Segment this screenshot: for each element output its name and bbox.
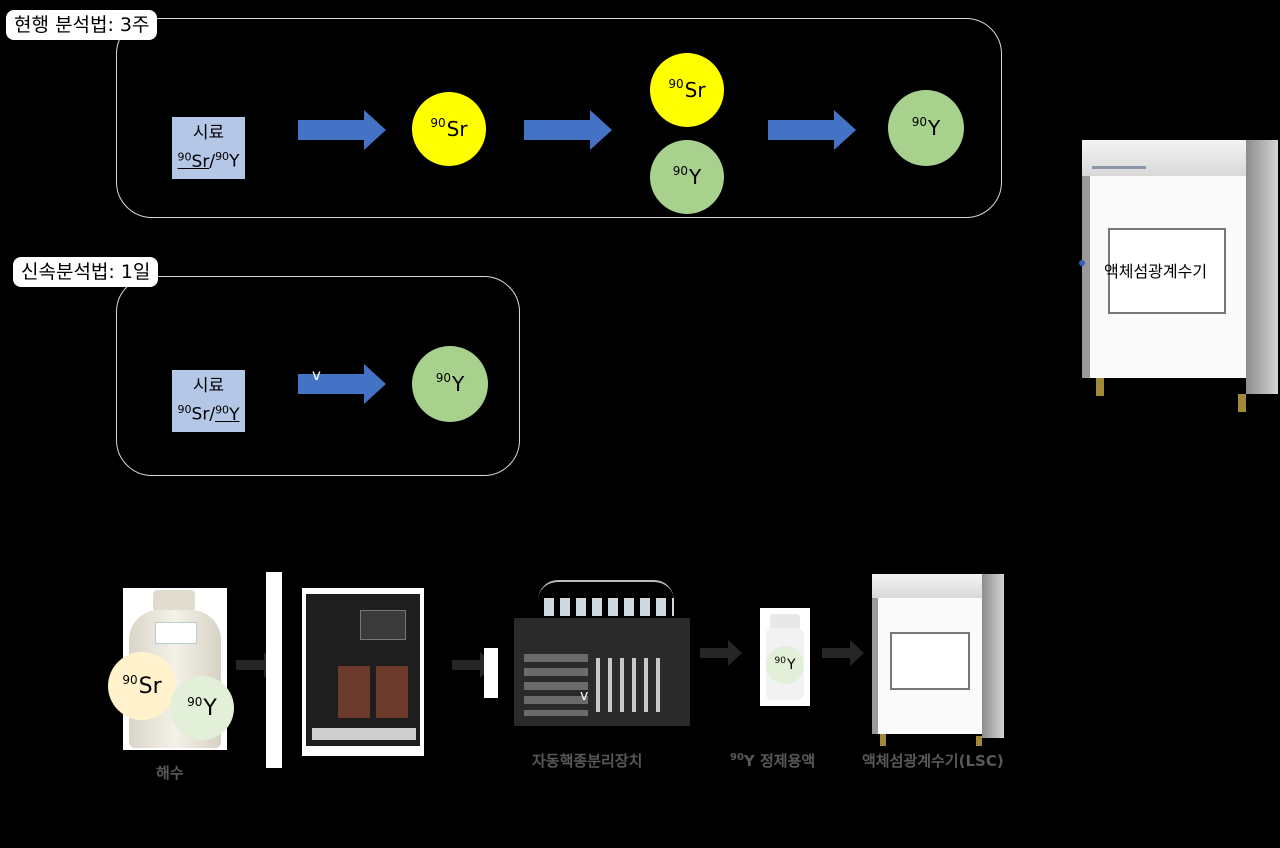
seawater-caption: 해수 <box>156 764 184 782</box>
lsc-top-foot-right <box>1238 394 1246 412</box>
lsc-top-device <box>1079 140 1278 412</box>
lsc-top-side <box>1246 140 1278 394</box>
lsc-bottom-window <box>890 632 970 690</box>
separator-caption: 자동핵종분리장치 <box>532 752 643 770</box>
current-arrow-1 <box>298 110 386 150</box>
mass: 90 <box>430 116 446 130</box>
symbol: Y <box>786 657 796 673</box>
separator-device <box>514 580 690 728</box>
lsc-top-indicator-icon <box>1079 260 1085 266</box>
sr-symbol: Sr <box>191 151 210 172</box>
rapid-sample-box: 시료 90Sr/90Y <box>172 370 245 432</box>
bottle-cap <box>153 590 195 612</box>
symbol: Y <box>928 116 941 140</box>
lsc-bottom-caption: 액체섬광계수기(LSC) <box>862 752 1004 770</box>
device-base <box>312 728 416 740</box>
separator-panel <box>524 654 588 716</box>
current-sample-box: 시료 90Sr/90Y <box>172 117 245 179</box>
y-mass: 90 <box>215 150 230 163</box>
lsc-bottom-side <box>982 574 1004 738</box>
separator-columns <box>596 658 668 712</box>
current-sample-label: 시료 <box>192 123 225 143</box>
pretreatment-device-photo <box>302 588 424 756</box>
sr-mass: 90 <box>177 150 192 163</box>
y-symbol: Y <box>229 404 240 425</box>
y-mass: 90 <box>215 403 230 416</box>
lsc-bottom-device <box>872 574 1006 746</box>
mass: 90 <box>435 371 452 385</box>
mass: 90 <box>122 673 138 687</box>
rapid-method-panel <box>116 276 520 476</box>
mass: 90 <box>672 164 689 178</box>
mass: 90 <box>730 752 744 763</box>
device-chamber-right <box>376 666 408 718</box>
lsc-top-cap <box>1082 140 1246 176</box>
sr-mass: 90 <box>177 403 192 416</box>
symbol: Y <box>689 165 702 189</box>
symbol: Sr <box>684 78 706 102</box>
lsc-top-window <box>1108 228 1226 314</box>
lsc-top-cap-stripe <box>1092 166 1146 169</box>
device-screen <box>360 610 406 640</box>
current-arrow-3 <box>768 110 856 150</box>
mass: 90 <box>774 656 786 666</box>
rapid-sample-isotopes: 90Sr/90Y <box>177 403 240 425</box>
bottom-arrow-2 <box>452 652 494 678</box>
symbol: Y <box>452 372 465 396</box>
y-symbol: Y <box>229 151 240 172</box>
vial-cap <box>770 614 800 630</box>
bottom-arrow-4 <box>822 640 864 666</box>
mass: 90 <box>911 115 928 129</box>
separator-bottles <box>544 598 674 616</box>
divider-bar <box>266 572 282 768</box>
device-chamber-left <box>338 666 370 718</box>
mass: 90 <box>187 695 203 709</box>
lsc-bottom-cap <box>872 574 982 598</box>
symbol: Sr <box>138 673 162 699</box>
lsc-bottom-foot-left <box>880 734 886 746</box>
rapid-method-title: 신속분석법: 1일 <box>13 257 159 287</box>
mass: 90 <box>668 77 684 91</box>
separator-mark: v <box>580 688 589 704</box>
small-white-tab <box>484 648 498 698</box>
current-method-panel <box>116 18 1002 218</box>
text: Y 정제용액 <box>743 752 816 770</box>
lsc-top-foot-left <box>1096 378 1104 396</box>
rapid-arrow-mark: v <box>312 366 321 384</box>
purified-caption: 90Y 정제용액 <box>730 750 815 771</box>
bottle-label <box>155 622 197 644</box>
symbol: Sr <box>446 117 468 141</box>
rapid-arrow <box>298 364 386 404</box>
current-sample-isotopes: 90Sr/90Y <box>177 150 240 172</box>
sr-symbol: Sr <box>191 404 210 425</box>
rapid-sample-label: 시료 <box>192 376 225 396</box>
bottom-arrow-3 <box>700 640 742 666</box>
lsc-bottom-foot-right <box>976 736 982 746</box>
lsc-top-label: 액체섬광계수기 <box>1104 262 1208 281</box>
current-method-title: 현행 분석법: 3주 <box>6 10 158 40</box>
separator-tubing <box>538 580 674 618</box>
symbol: Y <box>203 695 217 721</box>
current-arrow-2 <box>524 110 612 150</box>
